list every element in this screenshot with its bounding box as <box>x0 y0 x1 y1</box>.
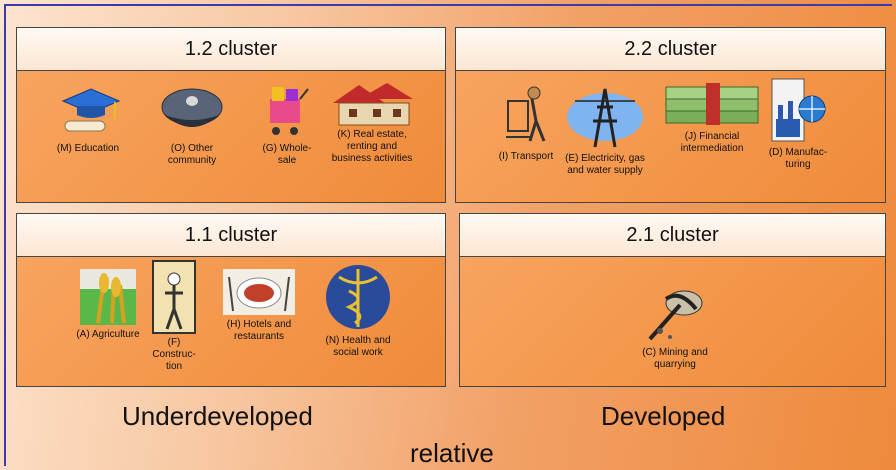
item-label: (N) Health and social work <box>325 335 391 358</box>
graduation-cap-icon <box>61 88 121 132</box>
item-label: (E) Electricity, gas and water supply <box>565 153 645 176</box>
cluster-title: 2.1 cluster <box>460 214 885 257</box>
police-cap-icon <box>161 88 223 127</box>
item-wholesale: (G) Whole-sale <box>257 81 317 167</box>
item-transport: (I) Transport <box>496 81 556 163</box>
item-health: (N) Health and social work <box>323 261 393 359</box>
item-label: (D) Manufac-turing <box>768 147 828 170</box>
slide-frame <box>4 4 892 466</box>
caduceus-icon <box>326 265 390 329</box>
item-electricity: (E) Electricity, gas and water supply <box>562 81 648 177</box>
cluster-2-1-panel: 2.1 cluster (C) Mining and quarrying <box>459 213 886 387</box>
cluster-title: 1.2 cluster <box>17 28 445 71</box>
developed-label: Developed <box>601 401 726 431</box>
cluster-body: (I) Transport (E) Electricity, gas and w… <box>456 71 885 202</box>
shopping-cart-icon <box>270 87 309 135</box>
item-label: (O) Other community <box>167 143 217 166</box>
item-label: (A) Agriculture <box>76 329 140 340</box>
item-mining: (C) Mining and quarrying <box>630 285 720 371</box>
item-label: (H) Hotels and restaurants <box>226 319 292 342</box>
cluster-title: 2.2 cluster <box>456 28 885 71</box>
cluster-2-2-panel: 2.2 cluster (I) Transport (E) Electricit… <box>455 27 886 203</box>
cluster-body: (A) Agriculture (F) Construc-tion (H) Ho… <box>17 257 445 386</box>
item-label: (I) Transport <box>498 151 554 162</box>
item-hotels: (H) Hotels and restaurants <box>219 267 299 343</box>
item-construction: (F) Construc-tion <box>149 259 199 373</box>
wheat-icon <box>80 269 136 325</box>
item-other-community: (O) Other community <box>157 81 227 167</box>
item-label: (M) Education <box>56 143 120 154</box>
cluster-1-2-panel: 1.2 cluster (M) Education (O) Other comm… <box>16 27 446 203</box>
relative-label: relative <box>410 438 494 468</box>
item-agriculture: (A) Agriculture <box>73 267 143 341</box>
item-label: (C) Mining and quarrying <box>642 347 708 370</box>
item-education: (M) Education <box>53 81 123 155</box>
power-tower-icon <box>567 88 643 148</box>
underdeveloped-label: Underdeveloped <box>122 401 313 431</box>
item-label: (F) Construc-tion <box>152 337 196 372</box>
meal-plate-icon <box>223 269 295 315</box>
cluster-body: (M) Education (O) Other community (G) Wh… <box>17 71 445 202</box>
house-icon <box>333 83 413 126</box>
factory-globe-icon <box>771 78 826 142</box>
money-stack-icon <box>665 83 759 125</box>
item-manufacturing: (D) Manufac-turing <box>768 75 828 171</box>
hand-truck-icon <box>506 86 546 142</box>
cluster-title: 1.1 cluster <box>17 214 445 257</box>
cluster-1-1-panel: 1.1 cluster (A) Agriculture (F) Construc… <box>16 213 446 387</box>
pickaxe-icon <box>648 290 703 341</box>
item-label: (G) Whole-sale <box>262 143 312 166</box>
construction-worker-icon <box>152 260 196 334</box>
item-financial: (J) Financial intermediation <box>662 81 762 155</box>
item-label: (K) Real estate, renting and business ac… <box>331 129 413 164</box>
item-real-estate: (K) Real estate, renting and business ac… <box>327 81 417 165</box>
item-label: (J) Financial intermediation <box>680 131 744 154</box>
cluster-body: (C) Mining and quarrying <box>460 257 885 386</box>
